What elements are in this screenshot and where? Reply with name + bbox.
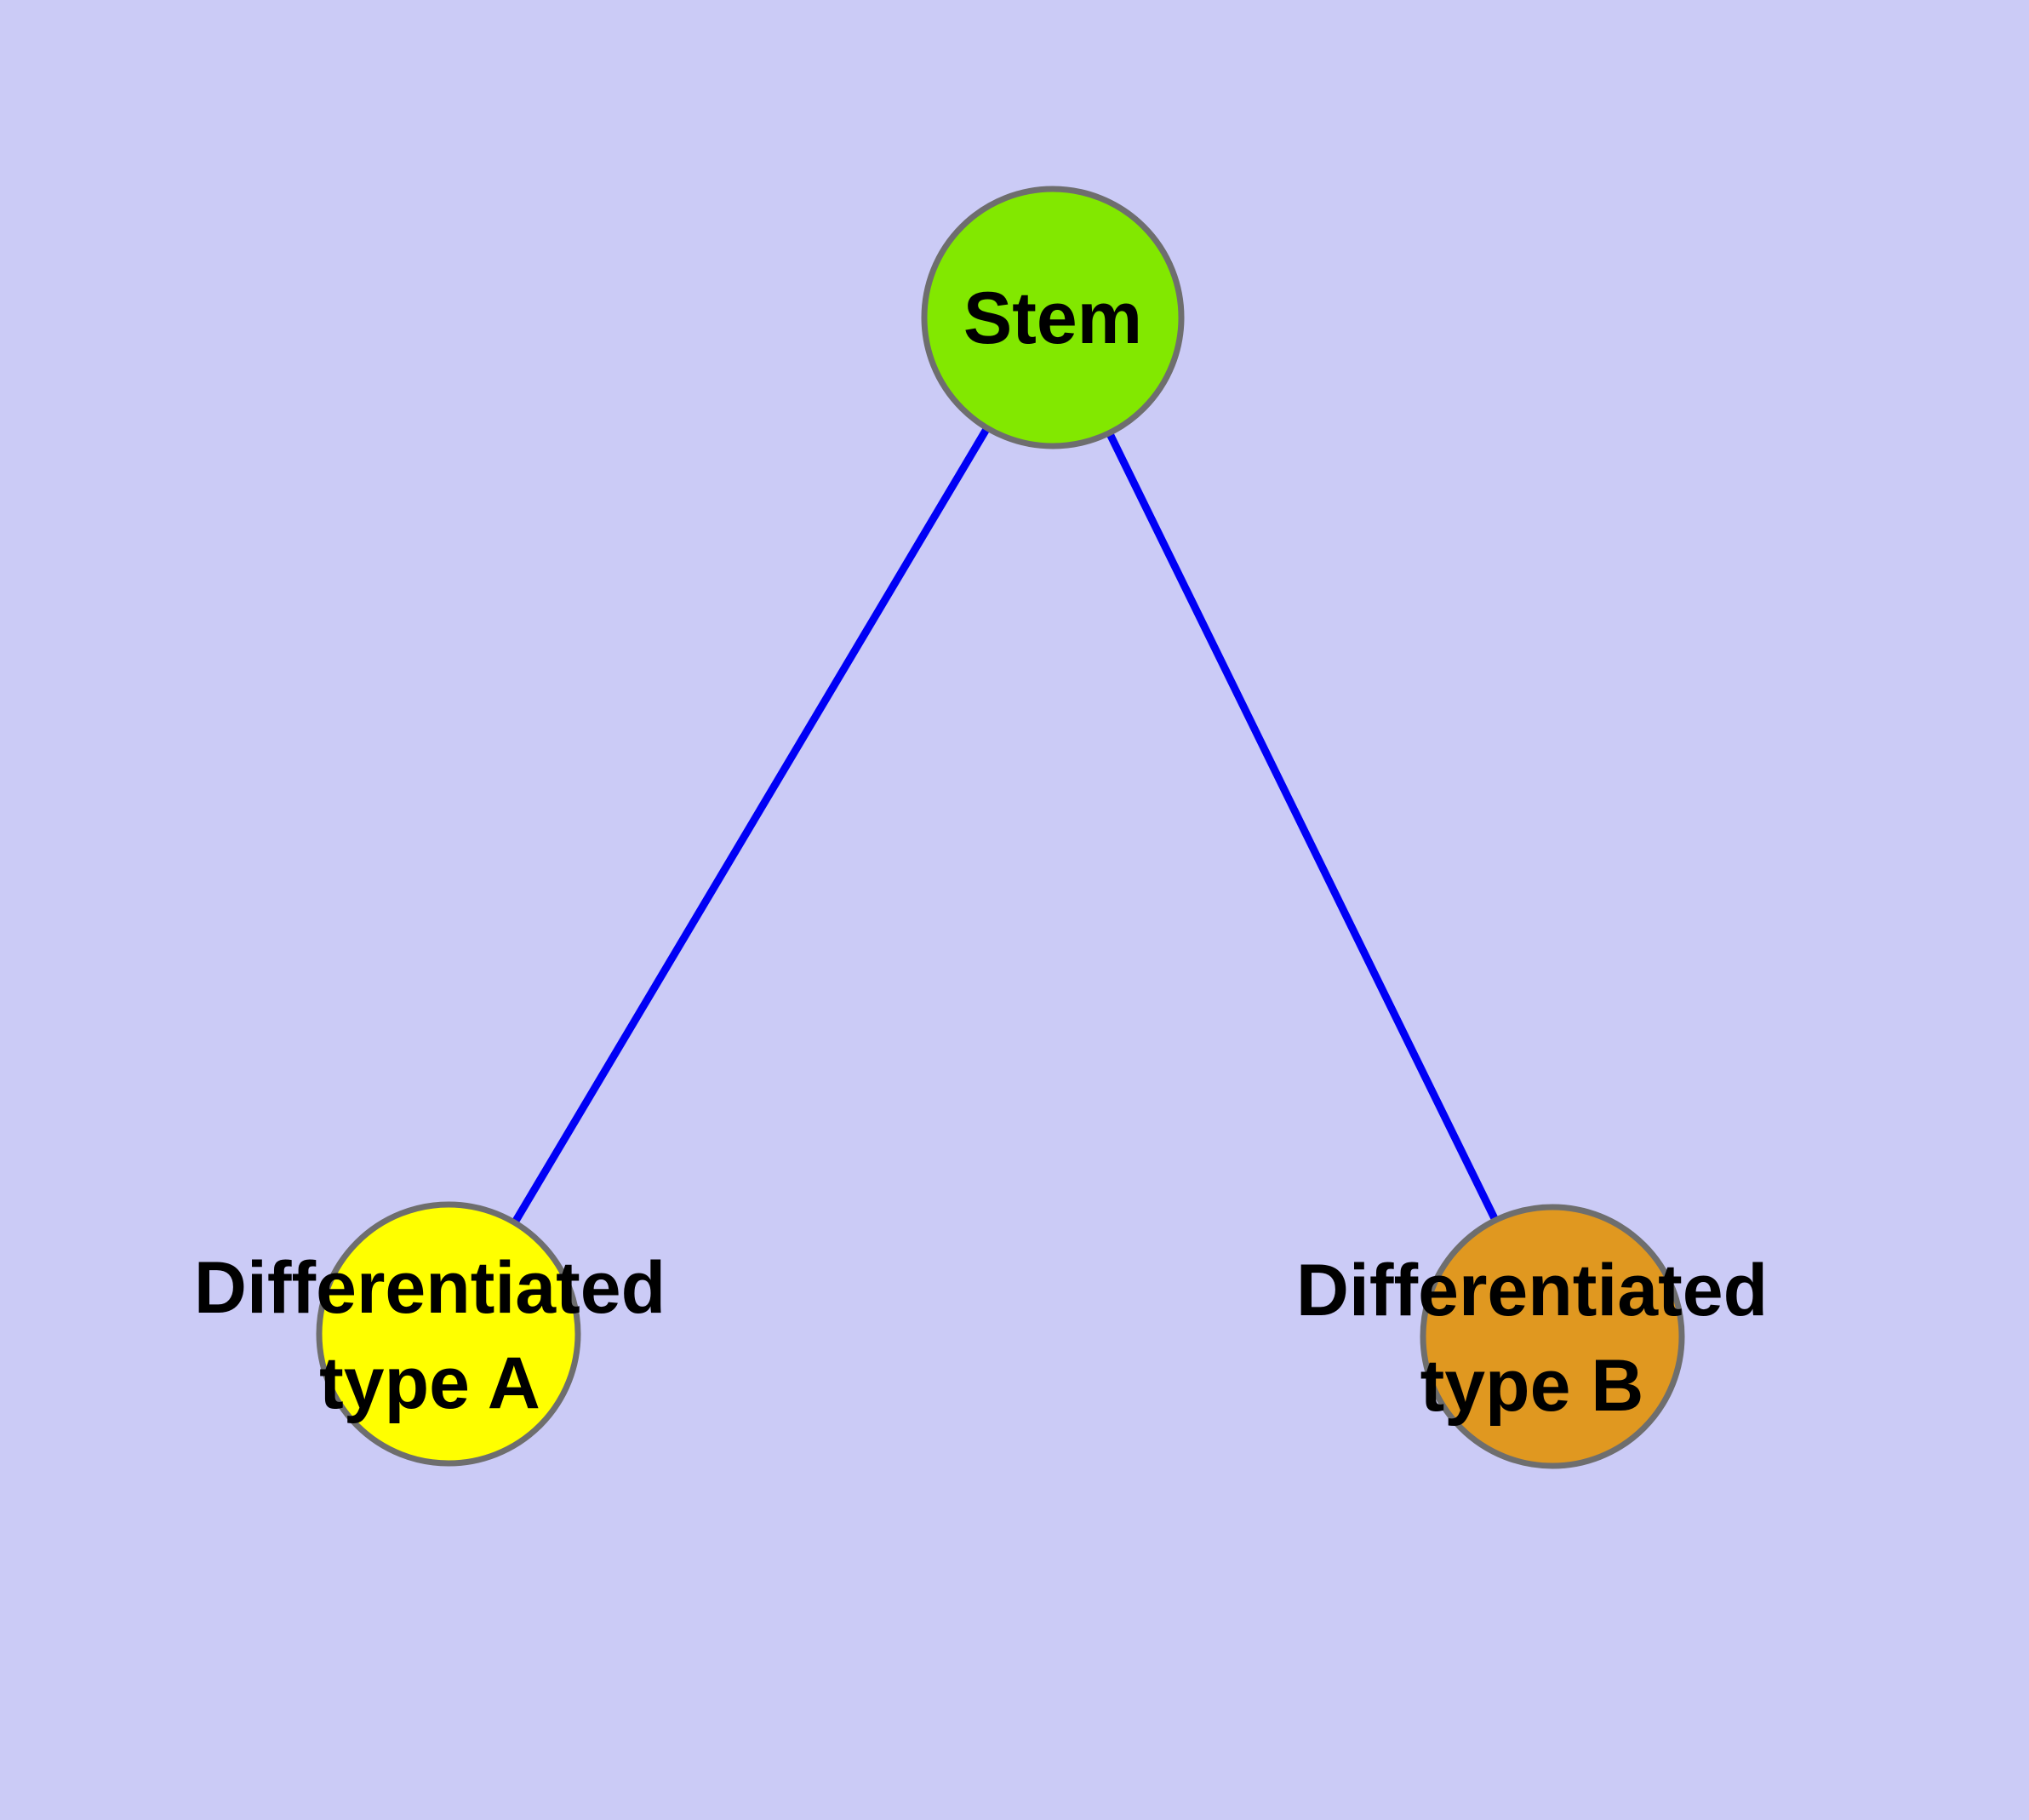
type-a-node-label-line1: Differentiated bbox=[194, 1247, 666, 1329]
type-a-node-label-line2: type A bbox=[319, 1342, 540, 1424]
edge-stem-to-type-a bbox=[445, 315, 1056, 1336]
stem-node-label: Stem bbox=[963, 278, 1142, 359]
type-b-node-label-line2: type B bbox=[1420, 1345, 1644, 1427]
node-differentiated-type-b: Differentiated type B bbox=[1296, 1204, 1768, 1469]
stem-node-circle bbox=[921, 186, 1185, 449]
type-b-node-label-line1: Differentiated bbox=[1296, 1250, 1768, 1331]
type-a-node-circle bbox=[316, 1201, 581, 1467]
edge-stem-to-type-b bbox=[1049, 316, 1557, 1338]
node-stem: Stem bbox=[921, 186, 1185, 449]
node-differentiated-type-a: Differentiated type A bbox=[194, 1201, 666, 1467]
type-b-node-circle bbox=[1420, 1204, 1685, 1469]
